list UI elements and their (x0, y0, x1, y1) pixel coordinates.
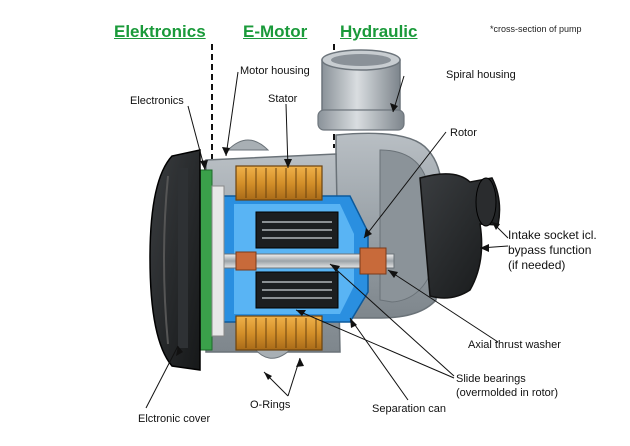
label-separation-can: Separation can (372, 403, 446, 415)
label-slide-line1: Slide bearings (456, 373, 526, 385)
label-motor-housing: Motor housing (240, 65, 310, 77)
section-heading-electronics: Elektronics (114, 22, 206, 41)
label-intake-line1: Intake socket icl. (508, 228, 597, 242)
label-stator: Stator (268, 93, 298, 105)
label-intake-socket: Intake socket icl. bypass function (if n… (508, 228, 597, 273)
label-rotor: Rotor (450, 127, 477, 139)
section-heading-hydraulic: Hydraulic (340, 22, 418, 41)
electronic-cover (149, 149, 201, 371)
label-intake-line3: (if needed) (508, 258, 566, 272)
label-slide-line2: (overmolded in rotor) (456, 387, 559, 399)
label-spiral-housing: Spiral housing (446, 69, 516, 81)
label-intake-line2: bypass function (508, 243, 592, 257)
section-heading-emotor: E-Motor (243, 22, 308, 41)
electronics-pcb (199, 169, 213, 351)
axial-thrust-washer-part (359, 247, 387, 275)
label-electronic-cover: Elctronic cover (138, 413, 211, 425)
label-electronics: Electronics (130, 95, 184, 107)
cross-section-note: *cross-section of pump (490, 24, 582, 34)
label-o-rings: O-Rings (250, 399, 291, 411)
stator-top (235, 165, 323, 201)
label-slide-bearings: Slide bearings (overmolded in rotor) (456, 372, 558, 400)
stator-bottom (235, 315, 323, 351)
label-axial-thrust-washer: Axial thrust washer (468, 339, 561, 351)
